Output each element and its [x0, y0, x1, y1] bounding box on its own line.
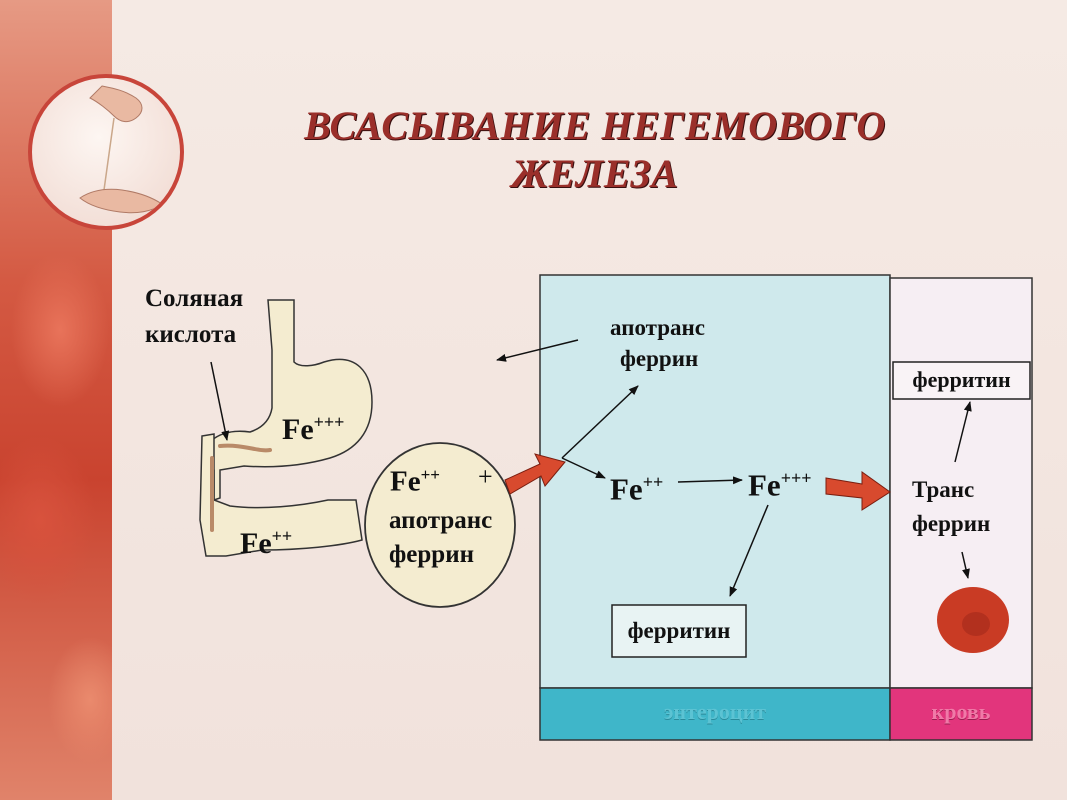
- red-arrow-to-enterocyte: [504, 453, 566, 495]
- enterocyte-fe3-text: Fe: [748, 467, 781, 503]
- complex-fe2-label: Fe++: [390, 458, 440, 499]
- title-line-2: ЖЕЛЕЗА: [511, 151, 679, 196]
- enterocyte-fe2-label: Fe++: [610, 463, 663, 508]
- hands-logo-image: [28, 74, 184, 230]
- complex-fe2-text: Fe: [390, 465, 421, 498]
- arrow-transferrin-to-ferritin: [954, 401, 972, 463]
- enterocyte-footer-bar: [539, 687, 891, 741]
- arrow-fe3-to-ferritin: [729, 504, 769, 597]
- stomach-fe3-text: Fe: [282, 413, 314, 446]
- enterocyte-ferritin-label: ферритин: [627, 618, 731, 643]
- duodenum-shape: [199, 433, 363, 557]
- arrow-transferrin-to-erythrocyte: [961, 551, 970, 579]
- arrow-into-fe2: [561, 457, 606, 479]
- slide-title: ВСАСЫВАНИЕ НЕГЕМОВОГО ЖЕЛЕЗА: [250, 102, 940, 198]
- arrow-to-apotransferrin: [561, 385, 639, 459]
- hcl-label-line-2: кислота: [145, 321, 237, 348]
- ferritin-box-blood: [892, 361, 1031, 400]
- enterocyte-fe2-text: Fe: [610, 471, 643, 507]
- blood-footer-bar: [889, 687, 1033, 741]
- hcl-label-line-1: Соляная: [145, 285, 244, 312]
- enterocyte-fe3-label: Fe+++: [748, 459, 811, 504]
- stomach-fe3-label: Fe+++: [282, 404, 344, 448]
- red-arrow-to-blood: [825, 471, 891, 511]
- stomach-fe3-charge: +++: [313, 412, 345, 432]
- acid-tube-horizontal: [218, 443, 272, 453]
- complex-apotransferrin-line-1: апотранс: [389, 507, 493, 534]
- ferritin-box-enterocyte: [611, 604, 747, 658]
- hcl-pointer-line: [210, 361, 230, 441]
- enterocyte-fe3-charge: +++: [780, 468, 812, 488]
- blood-footer-label: кровь: [931, 699, 991, 724]
- enterocyte-fe2-charge: ++: [642, 472, 664, 492]
- duodenum-fe2-charge: ++: [271, 526, 293, 546]
- duodenum-fe2-label: Fe++: [240, 518, 292, 562]
- apotransferrin-label-line-2: феррин: [620, 346, 699, 371]
- fe-apotransferrin-complex: [364, 442, 516, 608]
- transferrin-label-line-2: феррин: [912, 511, 991, 536]
- complex-plus: +: [478, 462, 493, 491]
- arrow-apotransferrin-back: [496, 339, 579, 362]
- complex-fe2-charge: ++: [420, 465, 440, 484]
- enterocyte-footer-label: энтероцит: [663, 699, 767, 724]
- arrow-fe2-to-fe3: [677, 476, 743, 485]
- duodenum-fe2-text: Fe: [240, 527, 272, 560]
- complex-apotransferrin-line-2: феррин: [389, 541, 475, 568]
- apotransferrin-label-line-1: апотранс: [610, 315, 705, 340]
- erythrocyte-center: [962, 612, 990, 636]
- title-line-1: ВСАСЫВАНИЕ НЕГЕМОВОГО: [304, 103, 886, 148]
- blood-ferritin-label: ферритин: [912, 367, 1011, 392]
- transferrin-label-line-1: Транс: [912, 477, 975, 502]
